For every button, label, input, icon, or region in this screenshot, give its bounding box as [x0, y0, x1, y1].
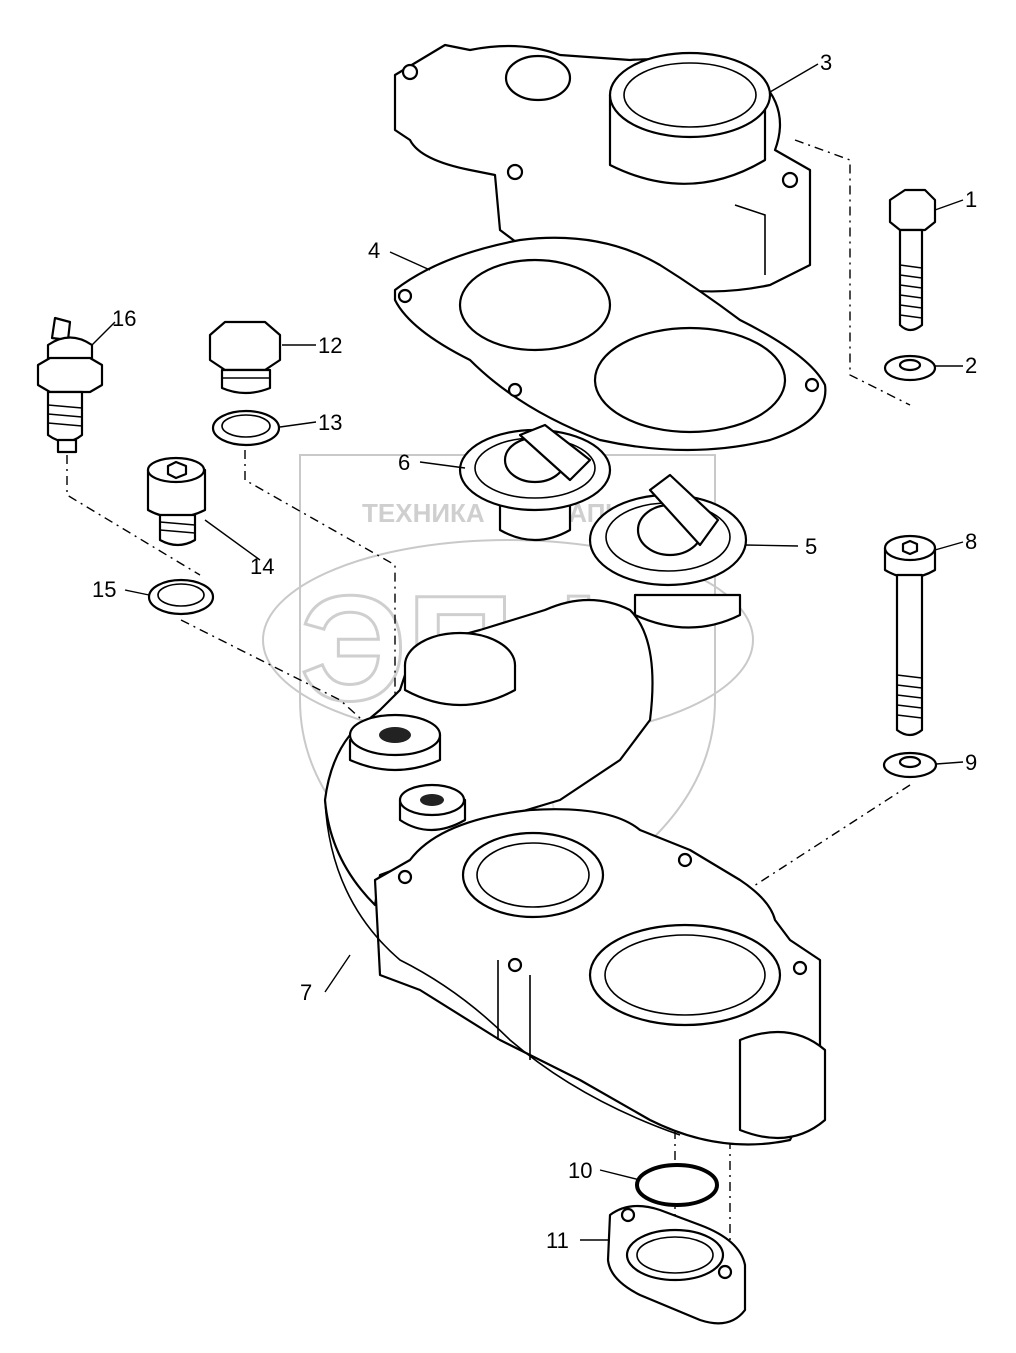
- flange: [606, 1204, 747, 1325]
- callout-2: 2: [965, 353, 977, 378]
- callout-16: 16: [112, 306, 136, 331]
- callout-11: 11: [546, 1228, 569, 1253]
- seal-ring-15: [147, 578, 215, 616]
- callout-9: 9: [965, 750, 977, 775]
- callout-1: 1: [965, 187, 977, 212]
- callout-4: 4: [368, 238, 380, 263]
- thermostat-6: [458, 423, 612, 541]
- callout-7: 7: [300, 980, 312, 1005]
- callout-12: 12: [318, 333, 342, 358]
- callout-6: 6: [398, 450, 410, 475]
- hex-plug: [208, 320, 282, 395]
- callout-labels: 1 2 3 4 5 6 7 8 9 10 11 12 13 14 15 16: [92, 50, 977, 1253]
- socket-plug: [146, 456, 207, 547]
- callout-14: 14: [250, 554, 274, 579]
- watermark-text-top: ТЕХНИКА: [362, 498, 485, 528]
- thermostat-housing-cover: [393, 43, 812, 293]
- socket-head-bolt: [883, 534, 937, 737]
- washer-2: [883, 354, 937, 382]
- callout-13: 13: [318, 410, 342, 435]
- callout-15: 15: [92, 577, 116, 602]
- gasket: [393, 236, 827, 452]
- callout-5: 5: [805, 534, 817, 559]
- callout-10: 10: [568, 1158, 592, 1183]
- callout-3: 3: [820, 50, 832, 75]
- seal-ring-13: [211, 409, 281, 447]
- washer-9: [882, 751, 938, 779]
- callout-leaders: [91, 63, 964, 1241]
- thermostat-5: [588, 473, 748, 629]
- temperature-sender: [36, 316, 104, 454]
- callout-8: 8: [965, 529, 977, 554]
- o-ring: [635, 1163, 719, 1207]
- hex-bolt: [888, 188, 937, 332]
- thermostat-housing-body: [323, 598, 827, 1146]
